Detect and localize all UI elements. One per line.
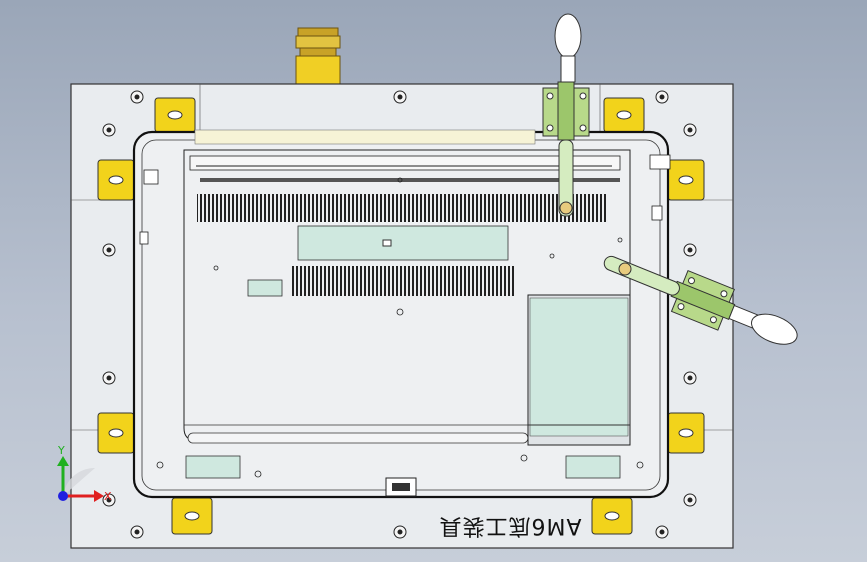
shield-box bbox=[527, 294, 631, 446]
brass-connector bbox=[295, 27, 341, 85]
upper-vent-grille bbox=[197, 194, 607, 222]
clamp-pads bbox=[97, 97, 705, 535]
label-panels bbox=[185, 225, 621, 479]
axis-label-y: Y bbox=[57, 444, 65, 457]
mounting-screws bbox=[102, 90, 697, 539]
lower-vent-grille bbox=[292, 266, 514, 296]
toggle-clamp-horizontal bbox=[603, 255, 798, 345]
axis-triad: Y X bbox=[57, 444, 112, 503]
fixture-engraved-label: AM6底工装具 bbox=[438, 513, 582, 538]
axis-label-x: X bbox=[104, 490, 112, 503]
toggle-clamp-vertical bbox=[542, 13, 590, 217]
